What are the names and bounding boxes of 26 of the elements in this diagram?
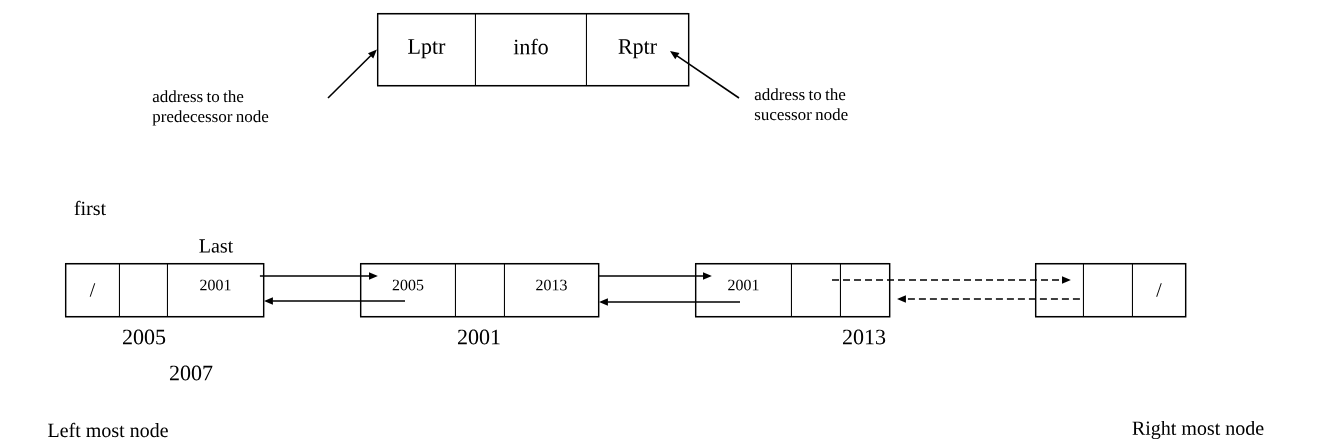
label-text: Left most node bbox=[48, 422, 168, 438]
field-cell: / bbox=[1132, 263, 1186, 317]
field-cell bbox=[119, 263, 168, 317]
callout-text: address to the sucessor node bbox=[754, 88, 848, 121]
field-cell: 2001 bbox=[167, 263, 264, 317]
label-text: 2007 bbox=[170, 365, 213, 381]
label-text: first bbox=[74, 200, 106, 216]
label-text: Last bbox=[199, 239, 234, 253]
field-cell: Rptr bbox=[586, 13, 689, 86]
field-cell bbox=[1035, 263, 1084, 317]
callout-text: address to the predecessor node bbox=[152, 90, 269, 126]
field-cell: Lptr bbox=[377, 13, 476, 86]
label-text: 2013 bbox=[843, 329, 886, 345]
field-cell: info bbox=[475, 13, 587, 86]
label-text: Right most node bbox=[1132, 420, 1264, 440]
field-cell bbox=[791, 263, 841, 317]
field-cell bbox=[840, 263, 890, 317]
field-cell bbox=[455, 263, 505, 317]
label-text: 2005 bbox=[123, 329, 166, 345]
field-cell: 2005 bbox=[360, 263, 456, 317]
label-text: 2001 bbox=[458, 329, 500, 345]
field-cell: 2013 bbox=[504, 263, 599, 317]
field-cell: / bbox=[65, 263, 120, 317]
field-cell bbox=[1083, 263, 1133, 317]
field-cell: 2001 bbox=[695, 263, 792, 317]
arrow bbox=[670, 51, 740, 99]
